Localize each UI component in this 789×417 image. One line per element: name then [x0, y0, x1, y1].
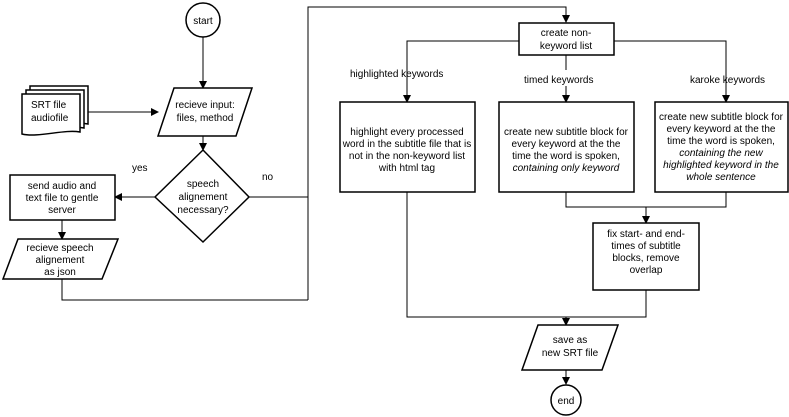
edge-join-timed-karaoke [565, 192, 727, 208]
edge-to-karaoke [614, 40, 730, 103]
highlight-line-2: word in the subtitle file that is [342, 139, 471, 150]
karaoke-line-5: highlighted keyword in the [663, 160, 779, 171]
receive-alignment-line-1: recieve speech [26, 243, 93, 254]
highlight-line-1: highlight every processed [350, 127, 463, 138]
receive-input-node: recieve input: files, method [156, 87, 254, 137]
decision-line-3: necessary? [177, 205, 229, 216]
start-node: start [185, 2, 221, 38]
karaoke-line-2: every keyword at the the [667, 124, 776, 135]
karaoke-line-1: create new subtitle block for [659, 112, 784, 123]
send-audio-line-3: server [48, 205, 76, 216]
srt-file-line-1: SRT file [31, 100, 67, 111]
timed-line-4: containing only keyword [513, 163, 620, 174]
save-line-1: save as [553, 335, 587, 346]
receive-alignment-node: recieve speech alignement as json [1, 238, 120, 280]
timed-line-1: create new subtitle block for [504, 127, 629, 138]
edge-to-highlight [403, 40, 519, 103]
non-keyword-line-2: keyword list [540, 41, 592, 52]
start-label: start [193, 16, 213, 27]
decision-line-2: alignement [179, 192, 228, 203]
receive-alignment-line-2: alignement [36, 255, 85, 266]
non-keyword-node: create non- keyword list [518, 22, 615, 56]
send-audio-line-2: text file to gentle [26, 193, 99, 204]
edge-receive-to-merge [61, 279, 308, 301]
srt-file-node: SRT file audiofile [21, 85, 89, 136]
receive-input-line-1: recieve input: [175, 100, 234, 111]
yes-label: yes [132, 163, 148, 174]
edges [58, 6, 730, 385]
receive-input-line-2: files, method [177, 113, 234, 124]
edge-highlight-to-save [406, 192, 566, 318]
no-label: no [262, 172, 274, 183]
srt-file-line-2: audiofile [31, 113, 69, 124]
karaoke-line-3: time the word is spoken, [667, 136, 775, 147]
fix-node: fix start- and end- times of subtitle bl… [592, 222, 700, 291]
non-keyword-line-1: create non- [541, 28, 592, 39]
timed-line-3: time the word is spoken, [512, 151, 620, 162]
send-audio-node: send audio and text file to gentle serve… [9, 174, 116, 221]
save-line-2: new SRT file [542, 348, 599, 359]
timed-keywords-label: timed keywords [524, 75, 593, 86]
end-node: end [550, 384, 582, 416]
end-label: end [558, 396, 575, 407]
timed-node: create new subtitle block for every keyw… [498, 101, 635, 193]
timed-line-2: every keyword at the the [512, 139, 621, 150]
save-node: save as new SRT file [520, 324, 620, 371]
decision-node: speech alignement necessary? [153, 148, 251, 244]
decision-line-1: speech [187, 179, 219, 190]
fix-line-2: times of subtitle [611, 241, 681, 252]
highlighted-keywords-label: highlighted keywords [350, 69, 443, 80]
edge-fix-to-save [566, 290, 647, 318]
karaoke-line-6: whole sentence [686, 172, 756, 183]
send-audio-line-1: send audio and [28, 181, 96, 192]
highlight-line-4: with html tag [378, 163, 435, 174]
fix-line-3: blocks, remove [612, 253, 680, 264]
highlight-line-3: not in the non-keyword list [349, 151, 465, 162]
karaoke-keywords-label: karoke keywords [690, 75, 765, 86]
karaoke-node: create new subtitle block for every keyw… [654, 101, 789, 193]
highlight-node: highlight every processed word in the su… [339, 101, 476, 193]
fix-line-4: overlap [630, 265, 663, 276]
edge-merge-to-nonkeyword [307, 6, 570, 300]
karaoke-line-4: containing the new [679, 148, 763, 159]
receive-alignment-line-3: as json [44, 267, 76, 278]
fix-line-1: fix start- and end- [607, 229, 685, 240]
